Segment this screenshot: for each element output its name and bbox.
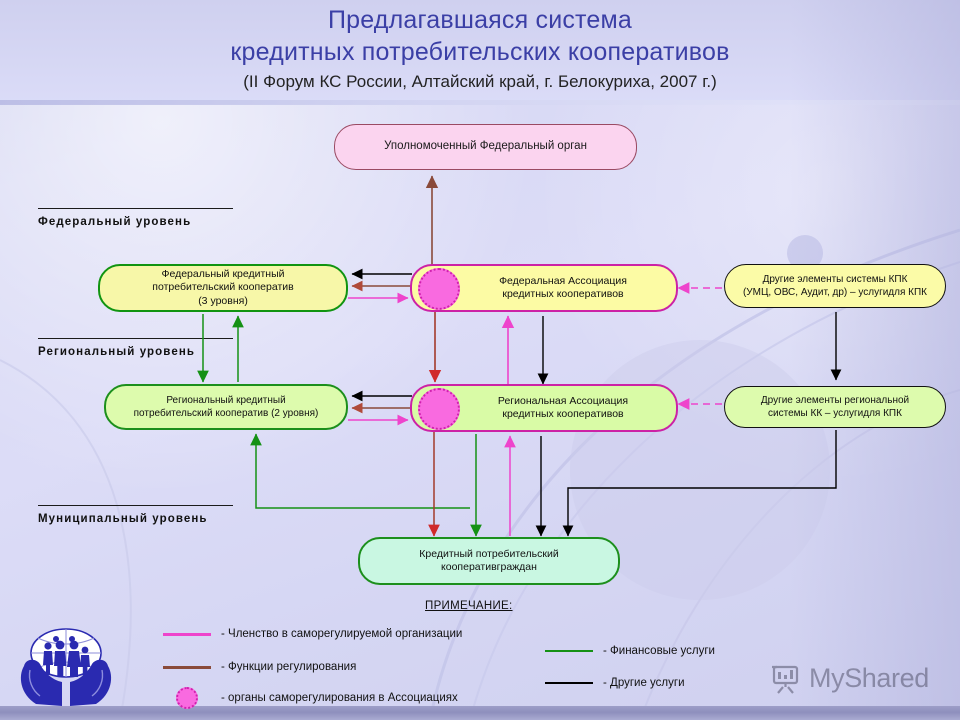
node-federal-coop-line3: (3 уровня): [198, 294, 248, 307]
level-label: Федеральный уровень: [38, 216, 192, 228]
node-regional-association-line1: Региональная Ассоциация: [497, 394, 629, 407]
watermark: MyShared: [770, 662, 929, 694]
title-line-1: Предлагавшаяся система: [327, 6, 633, 34]
node-federal-coop-line2: потребительский кооператив: [152, 281, 294, 294]
legend-label-membership: - Членство в саморегулируемой организаци…: [221, 628, 463, 640]
level-rule: [38, 338, 233, 339]
legend-swatch-other: [545, 682, 593, 684]
title-subtitle: (II Форум КС России, Алтайский край, г. …: [243, 72, 717, 91]
node-federal-association-line1: Федеральная Ассоциация: [499, 274, 627, 287]
level-federal: Федеральный уровень: [38, 208, 233, 228]
legend-label-financial: - Финансовые услуги: [603, 645, 715, 657]
node-federal-association[interactable]: Федеральная Ассоциация кредитных коопера…: [410, 264, 678, 312]
node-federal-coop[interactable]: Федеральный кредитный потребительский ко…: [98, 264, 348, 312]
title-line-2: кредитных потребительских кооперативов: [230, 38, 730, 66]
legend-swatch-regulation: [163, 665, 211, 669]
node-federal-organ[interactable]: Уполномоченный Федеральный орган: [334, 124, 637, 170]
node-regional-association[interactable]: Региональная Ассоциация кредитных коопер…: [410, 384, 678, 432]
level-label: Муниципальный уровень: [38, 513, 208, 525]
level-municipal: Муниципальный уровень: [38, 505, 233, 525]
node-federal-other-line1: Другие элементы системы КПК: [762, 273, 908, 285]
legend-item-regulation: - Функции регулирования: [163, 661, 356, 673]
legend-item-other: - Другие услуги: [545, 677, 685, 689]
self-regulation-body-icon: [418, 388, 460, 430]
legend-label-regulation: - Функции регулирования: [221, 661, 357, 673]
legend-item-financial: - Финансовые услуги: [545, 645, 715, 657]
footer-band: [0, 706, 960, 720]
header-band-divider: [0, 100, 960, 105]
node-municipal-coop[interactable]: Кредитный потребительский кооперативграж…: [358, 537, 620, 585]
legend-label-other: - Другие услуги: [603, 677, 685, 689]
node-municipal-coop-line2: кооперативграждан: [441, 561, 537, 573]
node-municipal-coop-line1: Кредитный потребительский: [419, 547, 559, 560]
presentation-board-icon: [772, 665, 799, 694]
level-rule: [38, 505, 233, 506]
level-label: Региональный уровень: [38, 346, 196, 358]
background-right-shade: [790, 0, 960, 720]
node-regional-coop-line1: Региональный кредитный: [166, 394, 286, 406]
node-federal-other-elements[interactable]: Другие элементы системы КПК (УМЦ, ОВС, А…: [724, 264, 946, 308]
node-federal-organ-label: Уполномоченный Федеральный орган: [384, 140, 587, 153]
legend-item-selfregulation: - органы саморегулирования в Ассоциациях: [163, 687, 458, 709]
page-title: Предлагавшаяся система кредитных потреби…: [0, 4, 960, 95]
node-regional-other-line1: Другие элементы региональной: [760, 394, 910, 406]
self-regulation-body-icon: [418, 268, 460, 310]
node-federal-association-line2: кредитных кооперативов: [502, 288, 624, 300]
legend-label-selfregulation: - органы саморегулирования в Ассоциациях: [221, 692, 458, 704]
node-regional-other-line2: системы КК – услугидля КПК: [768, 408, 902, 419]
level-regional: Региональный уровень: [38, 338, 233, 358]
node-regional-coop[interactable]: Региональный кредитный потребительский к…: [104, 384, 348, 430]
legend-item-membership: - Членство в саморегулируемой организаци…: [163, 628, 462, 640]
node-regional-other-elements[interactable]: Другие элементы региональной системы КК …: [724, 386, 946, 428]
node-regional-association-line2: кредитных кооперативов: [502, 408, 624, 420]
node-federal-coop-line1: Федеральный кредитный: [161, 267, 285, 280]
legend-swatch-membership: [163, 632, 211, 636]
level-rule: [38, 208, 233, 209]
legend-swatch-selfregulation-icon: [176, 687, 198, 709]
legend-title: ПРИМЕЧАНИЕ:: [425, 600, 513, 612]
organization-logo: [20, 628, 112, 706]
legend-swatch-financial: [545, 650, 593, 652]
watermark-text: MyShared: [809, 662, 929, 693]
node-regional-coop-line2: потребительский кооператив (2 уровня): [133, 408, 319, 419]
node-federal-other-line2: (УМЦ, ОВС, Аудит, др) – услугидля КПК: [742, 287, 928, 298]
